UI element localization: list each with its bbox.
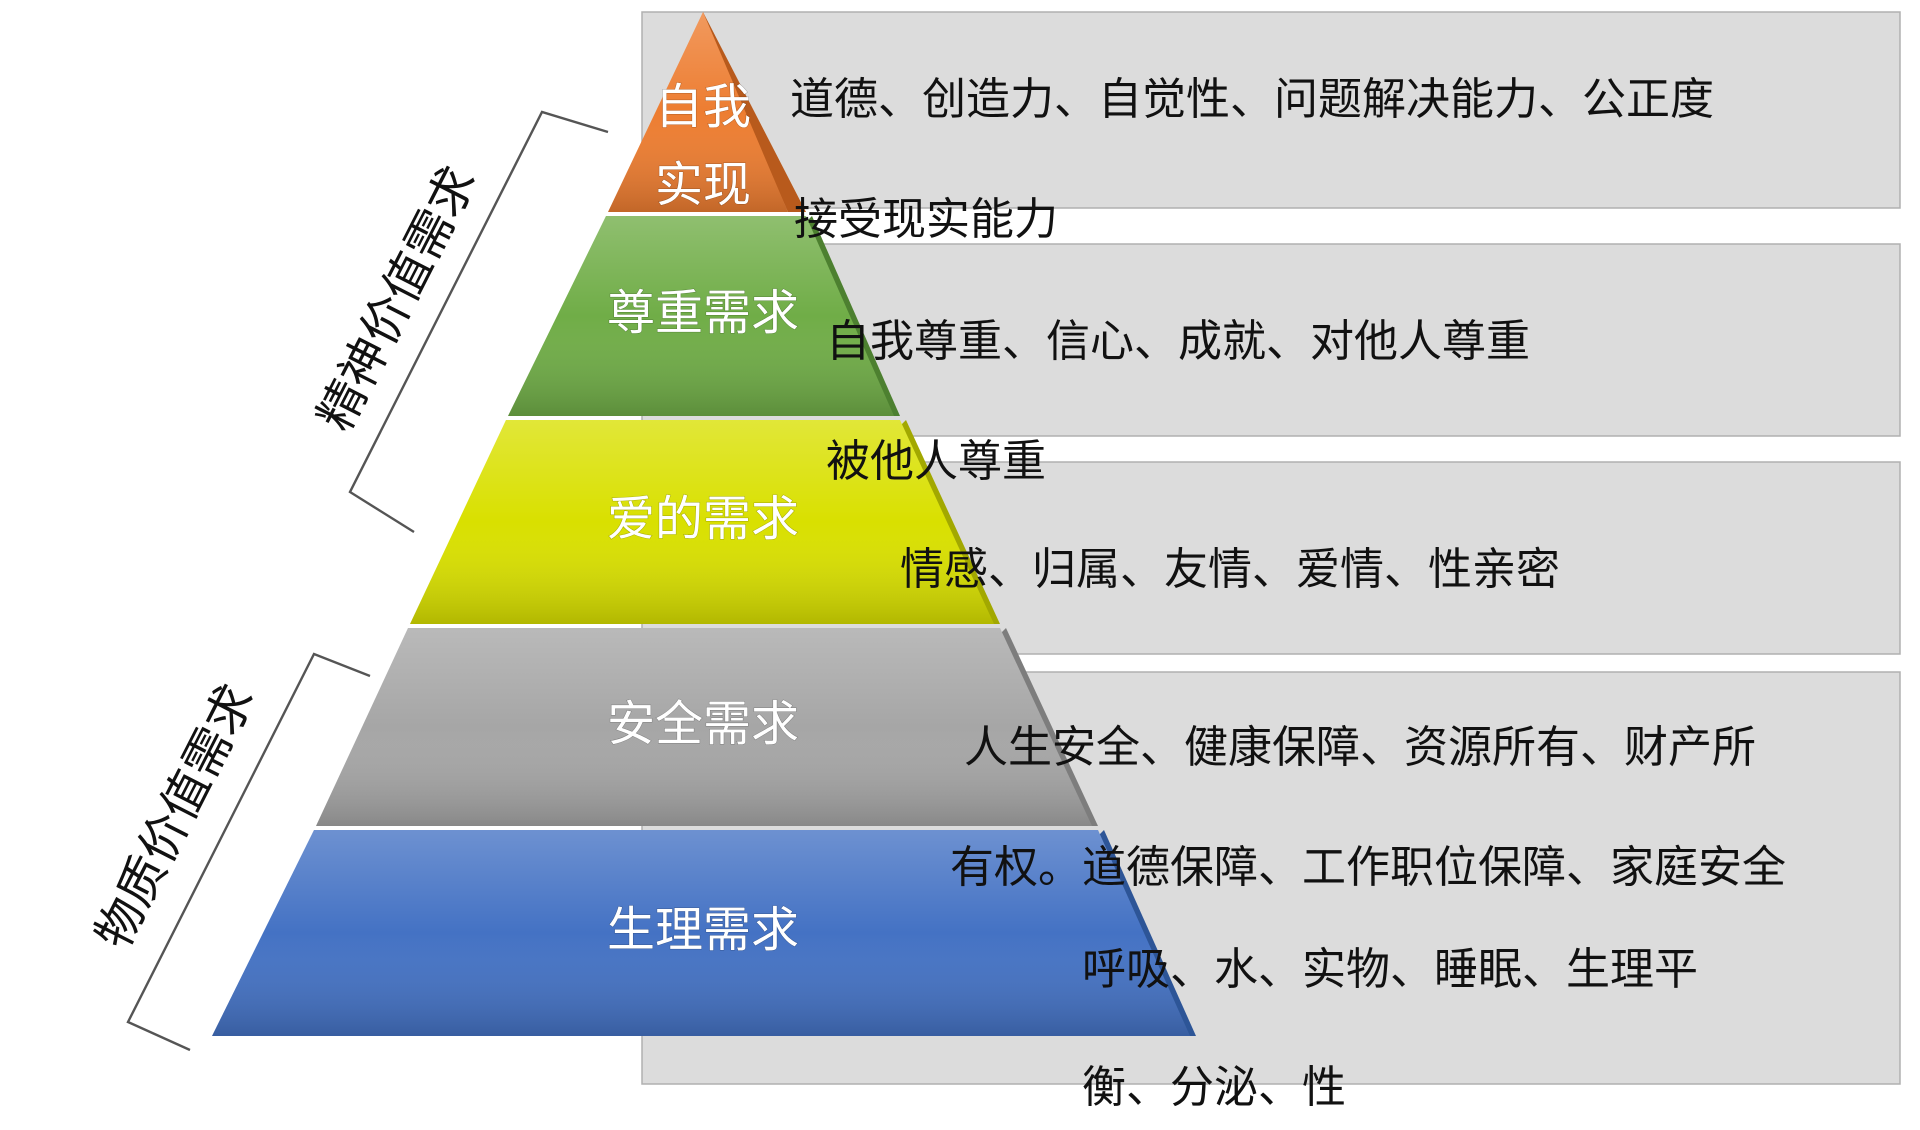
desc-safety-1: 人生安全、健康保障、资源所有、财产所 [964, 722, 1756, 773]
layer-love-shade [410, 420, 994, 624]
layer-self-actualization-side [703, 12, 806, 212]
layer-love-side [900, 420, 1000, 624]
desc-esteem-1: 自我尊重、信心、成就、对他人尊重 [826, 316, 1530, 367]
layer-physiological-side [1098, 830, 1196, 1036]
level-label-self-actualization-line2: 实现 [655, 157, 751, 213]
group-label-material: 物质价值需求 [85, 676, 266, 958]
layer-self-actualization-shade [608, 12, 788, 212]
layer-esteem-shade [508, 216, 894, 416]
desc-esteem-2: 被他人尊重 [826, 436, 1046, 487]
layer-physiological-shade [212, 830, 1190, 1036]
level-label-self-actualization-line1: 自我 [655, 79, 751, 135]
layer-esteem-side [806, 216, 900, 416]
desc-physiological-2: 衡、分泌、性 [1082, 1062, 1346, 1113]
bracket-material [126, 652, 371, 1052]
desc-self-actualization-2: 接受现实能力 [794, 194, 1058, 245]
desc-safety-2: 有权。道德保障、工作职位保障、家庭安全 [950, 842, 1786, 893]
layer-safety-side [1000, 628, 1098, 826]
level-label-love: 爱的需求 [607, 491, 799, 547]
level-label-safety: 安全需求 [607, 696, 799, 752]
desc-love-1: 情感、归属、友情、爱情、性亲密 [900, 544, 1560, 595]
desc-physiological-1: 呼吸、水、实物、睡眠、生理平 [1082, 944, 1698, 995]
level-label-physiological: 生理需求 [607, 902, 799, 958]
level-label-esteem: 尊重需求 [607, 285, 799, 341]
bracket-spiritual [348, 110, 609, 534]
layer-safety-shade [316, 628, 1092, 826]
desc-self-actualization-1: 道德、创造力、自觉性、问题解决能力、公正度 [790, 74, 1714, 125]
band-self-actualization [641, 11, 1901, 209]
